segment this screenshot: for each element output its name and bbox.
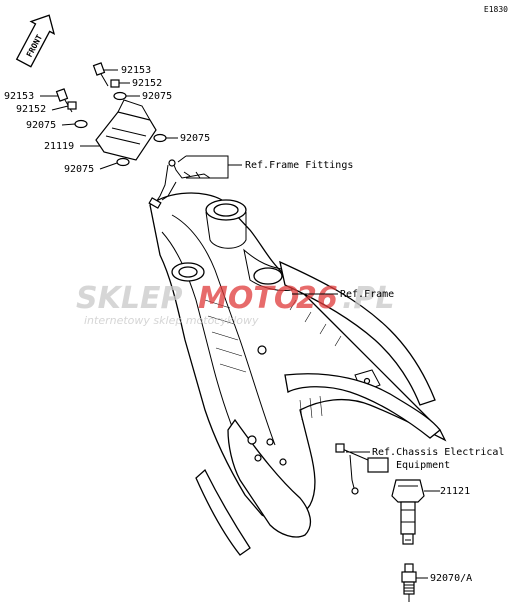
label-92075-left: 92075	[26, 120, 56, 131]
ignition-coil	[335, 443, 425, 545]
label-92075-low: 92075	[64, 164, 94, 175]
label-92153-top: 92153	[121, 65, 151, 76]
diagram-code: E1830	[484, 5, 508, 14]
coil-connector-icon	[367, 457, 389, 473]
ref-chassis-electrical-line1: Ref.Chassis Electrical	[372, 447, 504, 458]
ref-frame: Ref.Frame	[340, 289, 394, 300]
watermark-brand-right: .PL	[342, 281, 395, 316]
grommet-icon	[74, 119, 88, 129]
watermark-brand-highlight: 26	[296, 281, 338, 316]
watermark-brand-left: SKLEP	[76, 281, 182, 316]
grommet-icon	[116, 157, 130, 167]
igniter-box	[95, 111, 157, 161]
ref-frame-fittings: Ref.Frame Fittings	[245, 160, 353, 171]
ref-chassis-electrical-line2: Equipment	[396, 460, 450, 471]
grommet-icon	[153, 133, 167, 143]
watermark-brand-mid: MOTO	[198, 281, 299, 316]
igniter-assembly	[55, 62, 211, 209]
label-92070a: 92070/A	[430, 573, 472, 584]
spark-plug-icon	[401, 563, 417, 602]
label-21119: 21119	[44, 141, 74, 152]
watermark-tagline: internetowy sklep motocyklowy	[84, 314, 259, 327]
label-21121: 21121	[440, 486, 470, 497]
frame-drawing	[149, 192, 447, 556]
label-92153-left: 92153	[4, 91, 34, 102]
front-direction-icon: FRONT	[15, 14, 56, 68]
label-92152-top: 92152	[132, 78, 162, 89]
collar-icon	[110, 79, 120, 88]
leader-lines	[40, 69, 440, 579]
bolt-icon	[92, 62, 109, 87]
collar-icon	[67, 101, 77, 110]
label-92152-left: 92152	[16, 104, 46, 115]
label-92075-mid: 92075	[180, 133, 210, 144]
label-92075-top: 92075	[142, 91, 172, 102]
watermark: SKLEP MOTO 26 .PL internetowy sklep moto…	[76, 281, 395, 327]
grommet-icon	[113, 91, 127, 101]
